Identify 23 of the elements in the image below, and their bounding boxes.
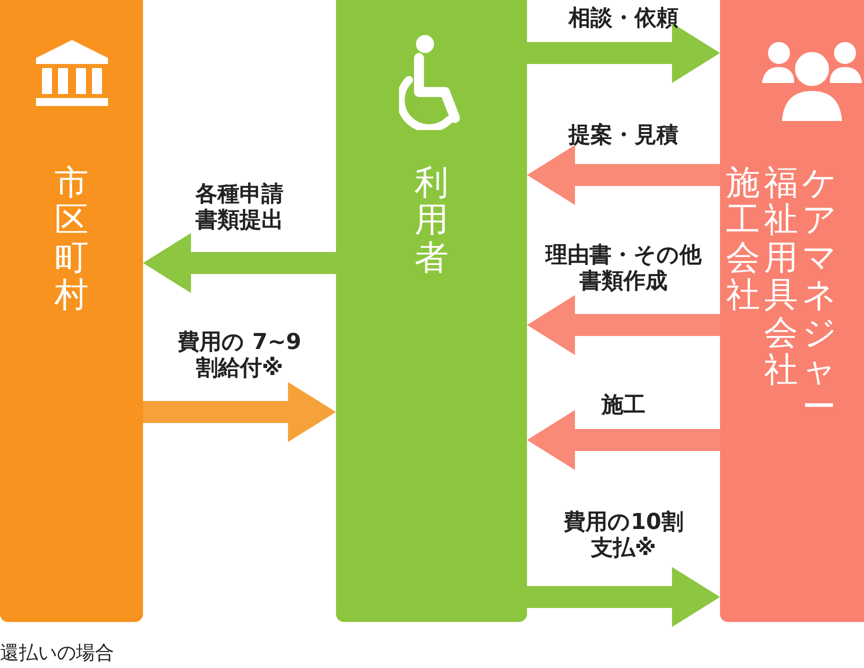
edge-label: 費用の10割支払※ xyxy=(562,510,684,563)
block-arrow xyxy=(527,567,720,627)
vertical-label: 福祉用具会社 xyxy=(764,165,798,392)
vertical-label: 利用者 xyxy=(414,165,448,278)
edge-label: 提案・見積 xyxy=(567,123,680,150)
edge-label: 相談・依頼 xyxy=(567,6,680,32)
block-arrow xyxy=(527,23,720,83)
vertical-label: ケアマネジャー xyxy=(802,165,836,427)
edge-label: 施工 xyxy=(600,393,646,420)
block-arrow xyxy=(143,382,336,442)
edge-label: 各種申請書類提出 xyxy=(194,182,284,235)
column-box xyxy=(0,0,143,622)
footnote: 還払いの場合 xyxy=(0,641,114,666)
block-arrow xyxy=(527,295,720,355)
block-arrow xyxy=(143,233,336,293)
column-box xyxy=(336,0,527,622)
vertical-label: 市区町村 xyxy=(54,165,88,315)
block-arrow xyxy=(527,145,720,205)
block-arrow xyxy=(527,410,720,470)
edge-label: 費用の 7~9割給付※ xyxy=(176,330,302,383)
edge-label: 理由書・その他書類作成 xyxy=(544,243,703,296)
column-box xyxy=(720,0,864,622)
vertical-label: 施工会社 xyxy=(726,165,760,318)
